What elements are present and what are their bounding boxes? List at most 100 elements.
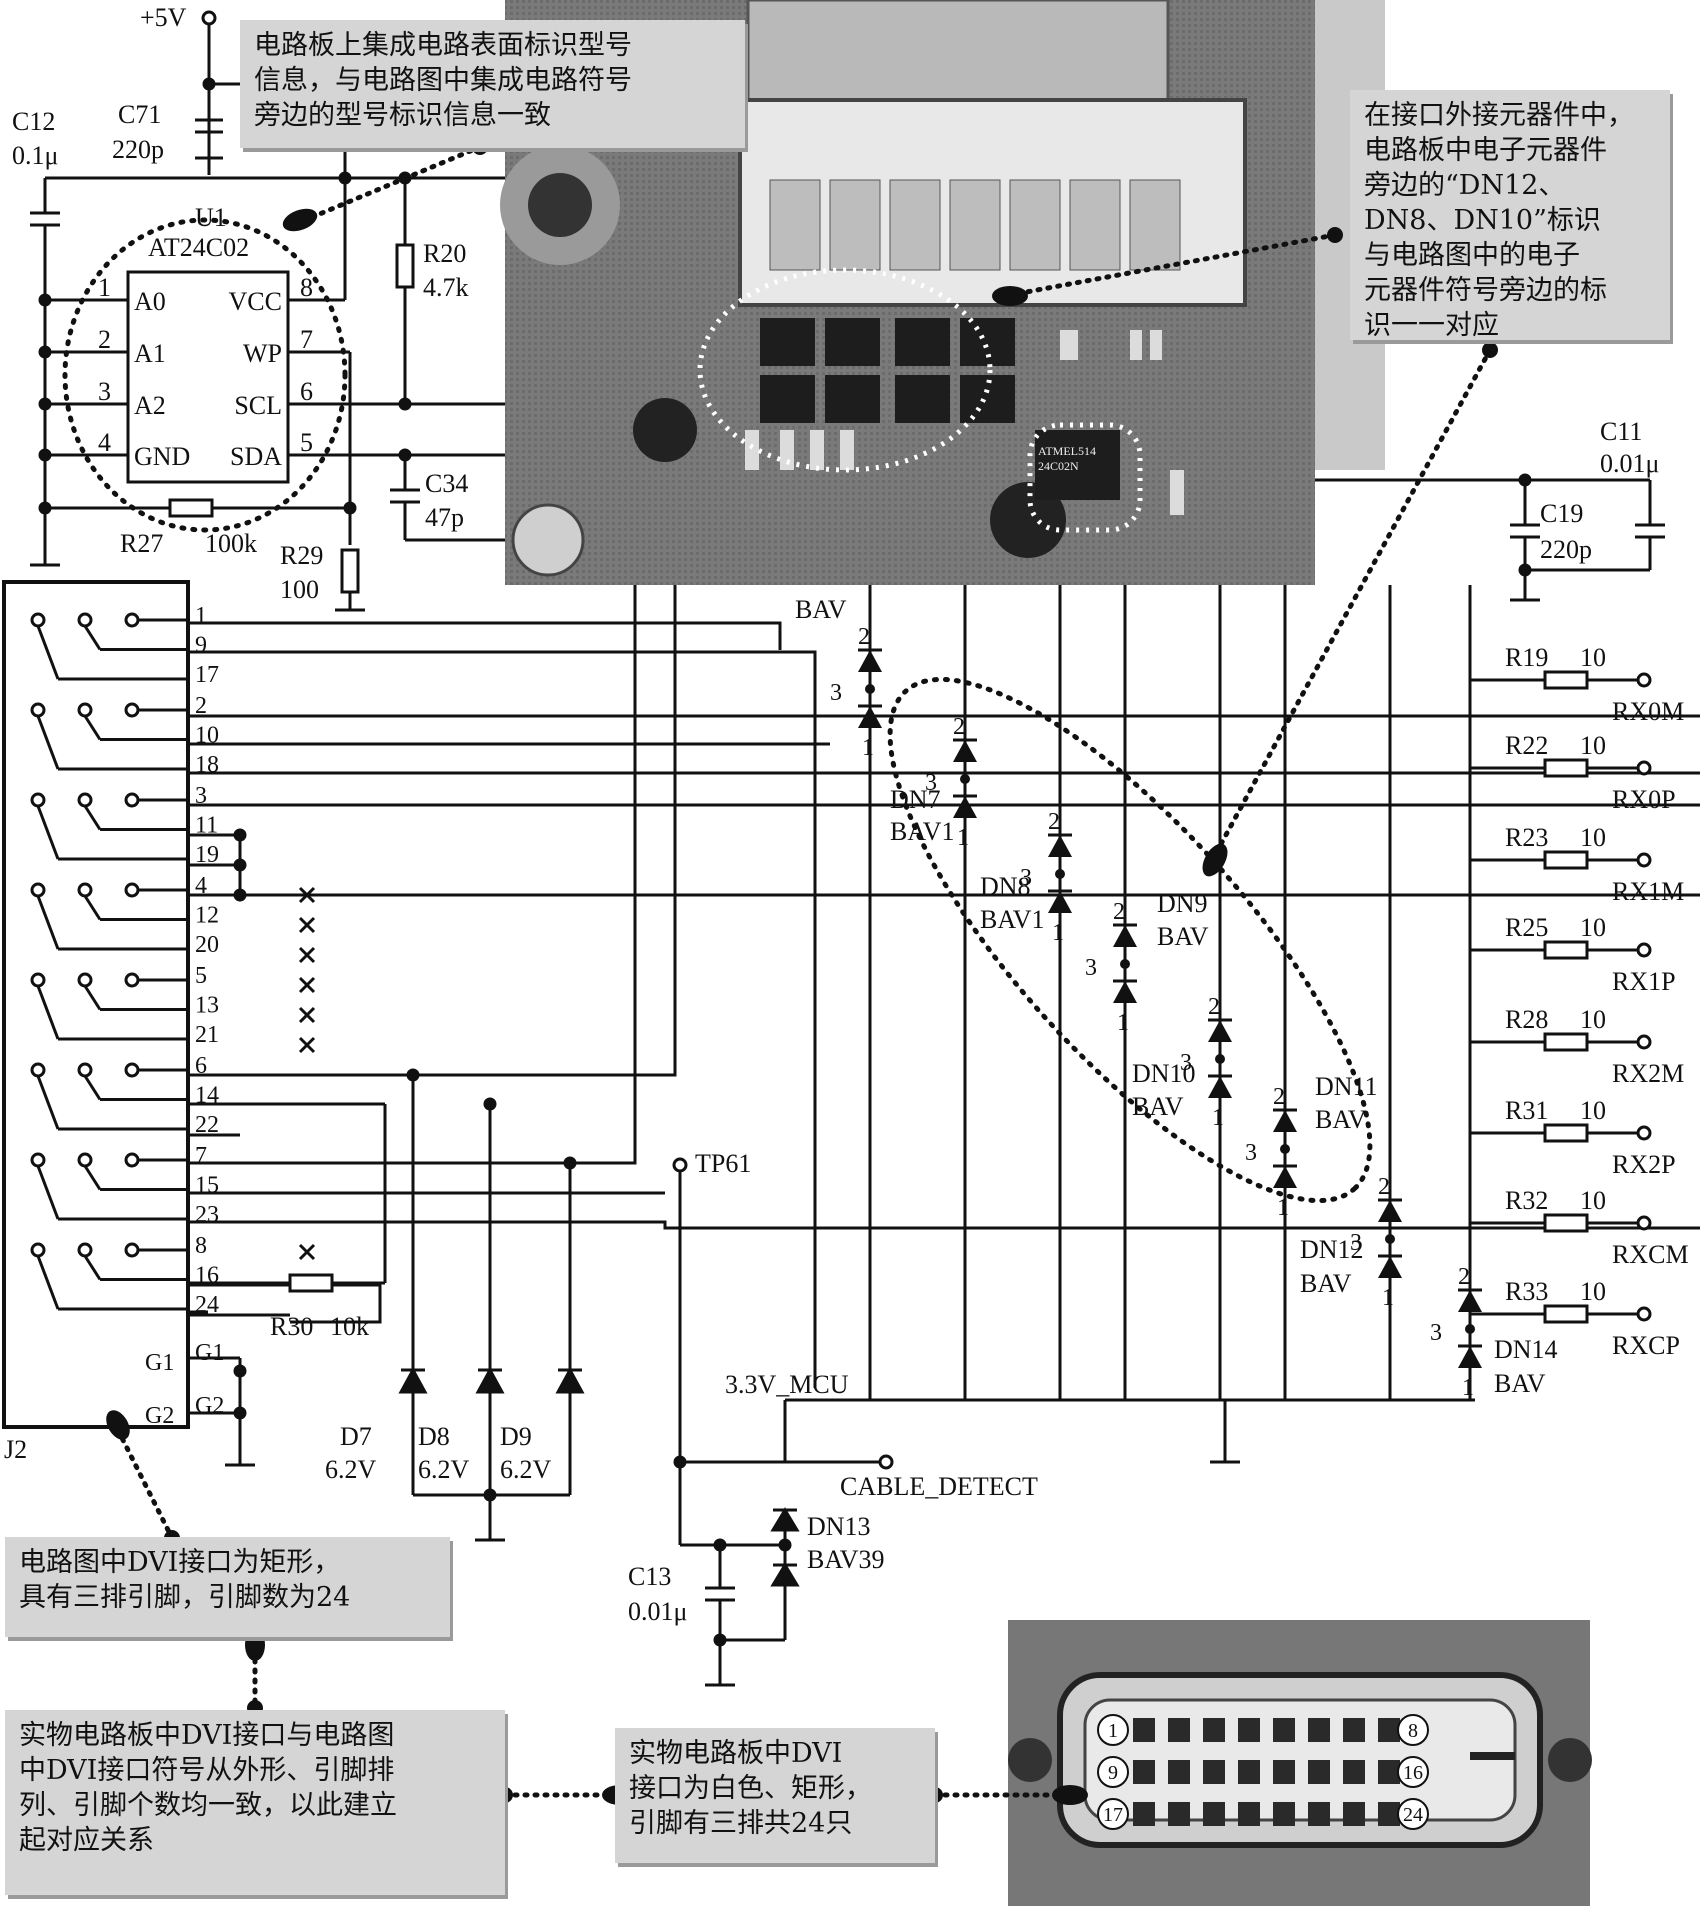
eeprom-section bbox=[30, 10, 505, 612]
u1-part: AT24C02 bbox=[148, 233, 249, 262]
rx-resistor-val: 10 bbox=[1580, 1005, 1606, 1034]
rx-resistor-ref: R32 bbox=[1505, 1186, 1548, 1215]
rx-net-label: RX0M bbox=[1612, 697, 1684, 726]
esd-diode-pair: 231 bbox=[925, 714, 977, 851]
j2-labels: J2 G1 G1 G2 G2 1917210183111941220513216… bbox=[4, 603, 224, 1464]
u1-pin-name-scl: SCL bbox=[234, 391, 282, 420]
r29-ref: R29 bbox=[280, 541, 323, 570]
j2-pin-label: 4 bbox=[195, 873, 207, 899]
j2-g2-inner: G2 bbox=[195, 1393, 224, 1419]
photo-pin-24: 24 bbox=[1403, 1804, 1423, 1826]
dvi-photo: 1 8 9 16 17 24 bbox=[1008, 1620, 1592, 1906]
j2-pin-label: 17 bbox=[195, 662, 219, 688]
j2-contact bbox=[124, 792, 140, 808]
u1-pin-num-4: 4 bbox=[98, 428, 111, 457]
rx-resistor-val: 10 bbox=[1580, 1186, 1606, 1215]
dn10-val: BAV bbox=[1132, 1092, 1184, 1121]
d8-val: 6.2V bbox=[418, 1455, 470, 1484]
j2-contact bbox=[124, 1152, 140, 1168]
j2-pin-label: 5 bbox=[195, 963, 207, 989]
r20-ref: R20 bbox=[423, 239, 466, 268]
c34-val: 47p bbox=[425, 503, 464, 532]
c34-ref: C34 bbox=[425, 469, 468, 498]
photo-pin-16: 16 bbox=[1403, 1762, 1423, 1784]
rx-resistor-val: 10 bbox=[1580, 731, 1606, 760]
callout-dvi-white: 实物电路板中DVI 接口为白色、矩形， 引脚有三排共24只 bbox=[615, 1728, 935, 1863]
j2-contact bbox=[77, 612, 93, 628]
pointer-lines bbox=[115, 144, 1493, 1798]
cable-detect-label: CABLE_DETECT bbox=[840, 1472, 1038, 1501]
svg-text:2: 2 bbox=[1378, 1174, 1390, 1200]
rx-net-label: RX1P bbox=[1612, 967, 1676, 996]
dn-top-bav: BAV bbox=[795, 595, 847, 624]
svg-text:3: 3 bbox=[925, 770, 937, 796]
rx-resistor-ref: R33 bbox=[1505, 1277, 1548, 1306]
svg-text:1: 1 bbox=[1052, 920, 1064, 946]
dn7-val: BAV1 bbox=[890, 817, 955, 846]
j2-pin-label: 2 bbox=[195, 693, 207, 719]
dn8-val: BAV1 bbox=[980, 905, 1045, 934]
pcb-photo: ATMEL514 24C02N bbox=[500, 0, 1385, 585]
j2-contact bbox=[77, 792, 93, 808]
j2-contact bbox=[30, 972, 46, 988]
esd-diode-pair: 231 bbox=[1430, 1264, 1482, 1401]
dn14-ref: DN14 bbox=[1494, 1335, 1558, 1364]
dn10-ref: DN10 bbox=[1132, 1059, 1196, 1088]
rx-resistor-ref: R23 bbox=[1505, 823, 1548, 852]
j2-ref: J2 bbox=[4, 1435, 27, 1464]
dn11-ref: DN11 bbox=[1315, 1072, 1378, 1101]
svg-text:3: 3 bbox=[830, 680, 842, 706]
esd-diode-pair: 231 bbox=[830, 624, 882, 761]
j2-pin-label: 21 bbox=[195, 1022, 219, 1048]
rx-resistor-val: 10 bbox=[1580, 823, 1606, 852]
rx-net-label: RX0P bbox=[1612, 785, 1676, 814]
dn14-val: BAV bbox=[1494, 1369, 1546, 1398]
j2-contact bbox=[124, 612, 140, 628]
u1-pin-name-a1: A1 bbox=[134, 339, 166, 368]
j2-pin-label: 23 bbox=[195, 1202, 219, 1228]
eeprom-labels: +5V C71 220p C12 0.1μ U1 AT24C02 1 2 3 4… bbox=[12, 3, 469, 604]
svg-text:3: 3 bbox=[1085, 955, 1097, 981]
j2-contact bbox=[30, 1062, 46, 1078]
rx-wiring bbox=[868, 585, 1652, 1400]
j2-contact bbox=[30, 1152, 46, 1168]
svg-text:3: 3 bbox=[1020, 865, 1032, 891]
r29-val: 100 bbox=[280, 575, 319, 604]
svg-text:1: 1 bbox=[1462, 1375, 1474, 1401]
callout-dvi-match: 实物电路板中DVI接口与电路图 中DVI接口符号从外形、引脚排 列、引脚个数均一… bbox=[5, 1710, 505, 1895]
j2-pin-label: 13 bbox=[195, 993, 219, 1019]
r30-val: 10k bbox=[330, 1312, 369, 1341]
rx-net-label: RX2M bbox=[1612, 1059, 1684, 1088]
rx-resistor-ref: R28 bbox=[1505, 1005, 1548, 1034]
dn9-val: BAV bbox=[1157, 922, 1209, 951]
svg-text:ATMEL514: ATMEL514 bbox=[1038, 444, 1096, 458]
c12-ref: C12 bbox=[12, 107, 55, 136]
u1-pin-name-a2: A2 bbox=[134, 391, 166, 420]
j2-contact bbox=[124, 702, 140, 718]
j2-contact bbox=[77, 702, 93, 718]
r27-ref: R27 bbox=[120, 529, 163, 558]
d9-val: 6.2V bbox=[500, 1455, 552, 1484]
rx-resistor-val: 10 bbox=[1580, 1096, 1606, 1125]
rx-resistor-val: 10 bbox=[1580, 1277, 1606, 1306]
j2-contact bbox=[77, 1062, 93, 1078]
dn12-ref: DN12 bbox=[1300, 1235, 1364, 1264]
svg-text:24C02N: 24C02N bbox=[1038, 459, 1079, 473]
callout-ic-marking: 电路板上集成电路表面标识型号 信息，与电路图中集成电路符号 旁边的型号标识信息一… bbox=[240, 20, 745, 148]
esd-diode-pair: 231 bbox=[1180, 994, 1232, 1131]
callout-dvi-rectangle: 电路图中DVI接口为矩形， 具有三排引脚，引脚数为24 bbox=[5, 1537, 450, 1637]
d8-ref: D8 bbox=[418, 1422, 450, 1451]
svg-text:1: 1 bbox=[1382, 1285, 1394, 1311]
j2-contact bbox=[124, 972, 140, 988]
j2-pin-label: 12 bbox=[195, 903, 219, 929]
svg-text:2: 2 bbox=[1113, 899, 1125, 925]
dn8-ref: DN8 bbox=[980, 872, 1031, 901]
j2-g2-outer: G2 bbox=[145, 1403, 174, 1429]
rx-net-label: RX1M bbox=[1612, 877, 1684, 906]
r30-ref: R30 bbox=[270, 1312, 313, 1341]
dvi-connector-j2 bbox=[2, 580, 316, 1467]
j2-contact bbox=[124, 882, 140, 898]
u1-pin-num-1: 1 bbox=[98, 273, 111, 302]
